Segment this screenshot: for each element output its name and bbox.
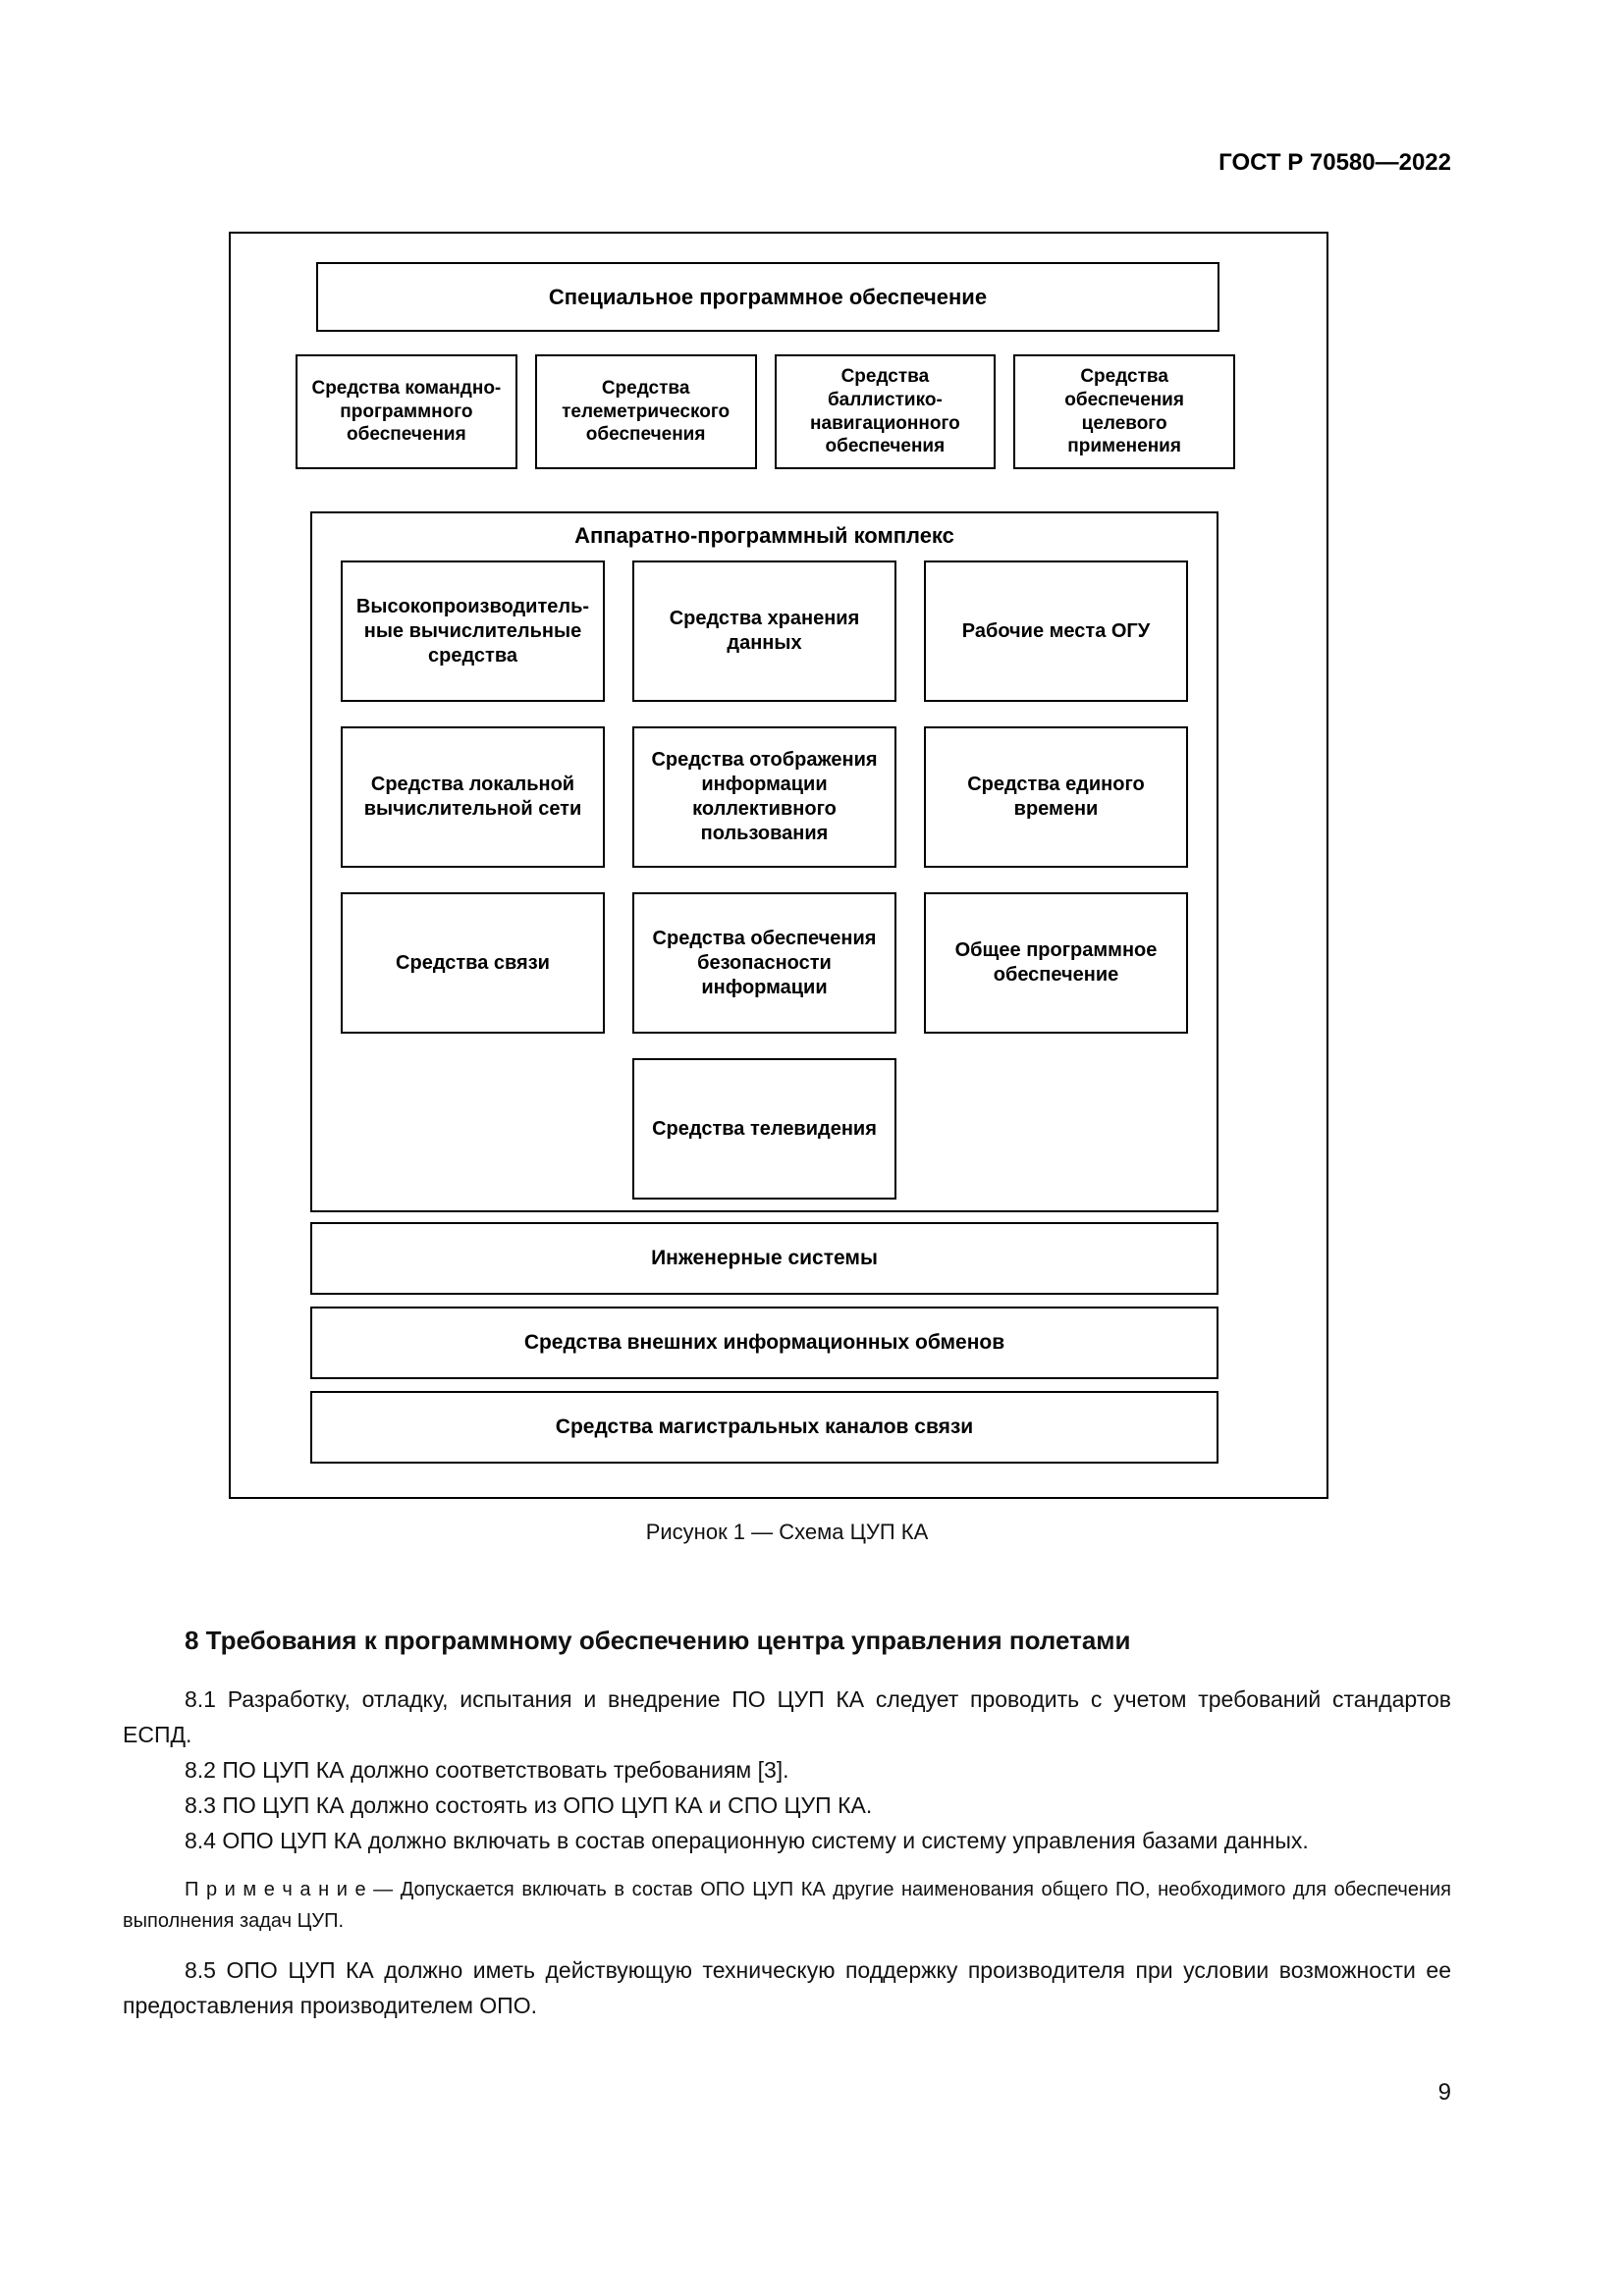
section-heading: 8 Требования к программному обеспечению … [185,1626,1131,1655]
diagram-box-general-software: Общее программное обеспечение [924,892,1188,1034]
diagram-box-communications: Средства связи [341,892,605,1034]
page-number: 9 [1437,2079,1451,2106]
diagram-apk-grid: Высокопроизводитель­ные вычислительные с… [312,561,1217,1200]
diagram-box-telemetry: Средства телеметрического обеспечения [534,354,757,469]
diagram-box-target-application: Средства обеспечения целевого применения [1013,354,1235,469]
diagram-box-data-storage: Средства хранения данных [632,561,896,702]
diagram-apk-title: Аппаратно-программный комплекс [574,523,954,548]
diagram-row-software-units: Средства командно-программного обеспечен… [296,354,1235,469]
paragraph-8-4: 8.4 ОПО ЦУП КА должно включать в состав … [185,1828,1309,1853]
doc-code-header: ГОСТ Р 70580—2022 [1218,149,1451,176]
diagram-bar-trunk-communication-channels: Средства магистральных каналов связи [310,1391,1218,1464]
figure-1-diagram: Специальное программное обеспечение Сред… [229,232,1328,1499]
diagram-bar-engineering-systems: Инженерные системы [310,1222,1218,1295]
diagram-box-ogu-workstations: Рабочие места ОГУ [924,561,1188,702]
diagram-box-high-performance-computing: Высокопроизводитель­ные вычислительные с… [341,561,605,702]
diagram-box-collective-display: Средства отображения информации коллекти… [632,726,896,868]
note-paragraph: П р и м е ч а н и е — Допускается включа… [123,1879,1451,1932]
diagram-box-information-security: Средства обеспечения безопасности информ… [632,892,896,1034]
paragraph-8-1: 8.1 Разработку, отладку, испытания и вне… [123,1686,1451,1747]
diagram-box-unified-time: Средства единого времени [924,726,1188,868]
diagram-box-television: Средства телевидения [632,1058,896,1200]
diagram-box-special-software: Специальное программное обеспечение [316,262,1219,332]
diagram-box-local-network: Средства локальной вычислительной сети [341,726,605,868]
diagram-box-hardware-software-complex: Аппаратно-программный комплекс Высокопро… [310,511,1218,1212]
paragraph-8-3: 8.3 ПО ЦУП КА должно состоять из ОПО ЦУП… [185,1792,873,1818]
paragraph-8-5: 8.5 ОПО ЦУП КА должно иметь действующую … [123,1957,1451,2018]
diagram-bar-external-information-exchanges: Средства внешних информационных обменов [310,1307,1218,1379]
figure-caption: Рисунок 1 — Схема ЦУП КА [645,1520,929,1544]
diagram-box-ballistic-navigation: Средства баллистико-навигационного обесп… [774,354,997,469]
diagram-box-command-program: Средства командно-программного обеспечен… [296,354,517,469]
section-8: 8 Требования к программному обеспечению … [123,1626,1451,2023]
paragraph-8-2: 8.2 ПО ЦУП КА должно соответствовать тре… [185,1757,789,1783]
